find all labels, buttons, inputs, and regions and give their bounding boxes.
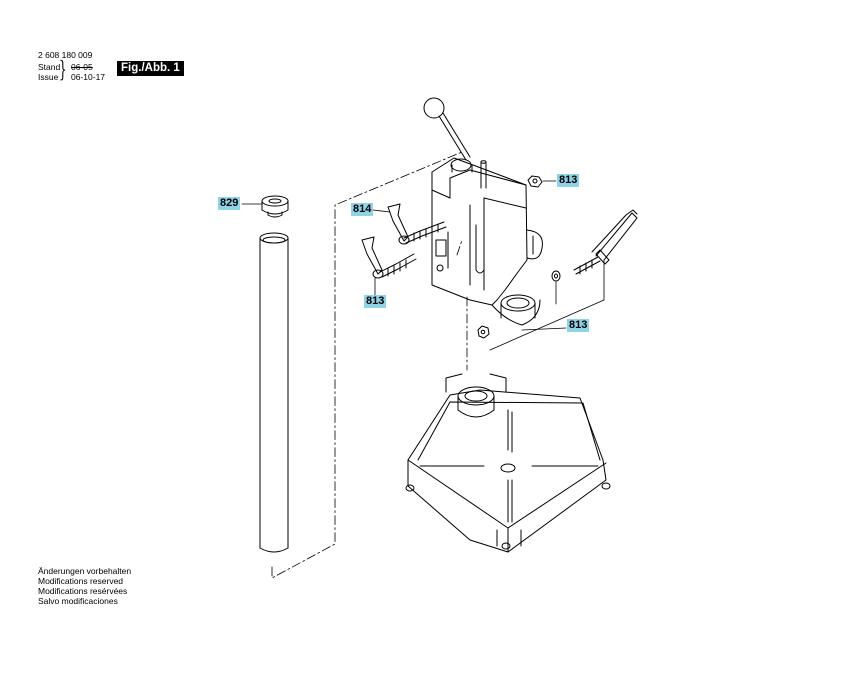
note-en: Modifications reserved <box>38 576 124 586</box>
brace-icon: } <box>59 58 67 83</box>
leader-lines <box>241 180 605 351</box>
callout-829: 829 <box>218 197 241 210</box>
note-es: Salvo modificaciones <box>38 596 118 606</box>
part-number: 2 608 180 009 <box>38 50 93 60</box>
callout-814: 814 <box>351 203 374 216</box>
callout-813-right: 813 <box>567 319 590 332</box>
stand-label: Stand <box>38 62 61 72</box>
clamp-lever-813-left <box>361 236 417 279</box>
issue-date: 06-10-17 <box>71 72 106 82</box>
lever-handle <box>423 97 471 161</box>
end-cap-829 <box>261 195 289 218</box>
column-tube <box>259 232 289 553</box>
nut-813-upper <box>527 175 543 188</box>
assembly-lines <box>271 151 468 579</box>
stand-date: 06-05 <box>71 62 93 72</box>
nut-813-lower <box>477 325 490 339</box>
note-de: Änderungen vorbehalten <box>38 566 132 576</box>
callout-813-left: 813 <box>364 295 387 308</box>
washer-813 <box>551 270 561 282</box>
pin <box>480 160 487 189</box>
clamp-handle-813-right <box>573 209 638 275</box>
clamp-lever-814 <box>387 203 447 245</box>
modification-notes: Änderungen vorbehalten Modifications res… <box>38 566 131 606</box>
base-collar <box>445 373 507 418</box>
note-fr: Modifications resérvées <box>38 586 128 596</box>
drill-holder <box>431 157 543 326</box>
callout-813-nut: 813 <box>557 174 580 187</box>
base-plate <box>405 389 611 553</box>
issue-label: Issue <box>38 72 59 82</box>
figure-label: Fig./Abb. 1 <box>117 61 184 76</box>
